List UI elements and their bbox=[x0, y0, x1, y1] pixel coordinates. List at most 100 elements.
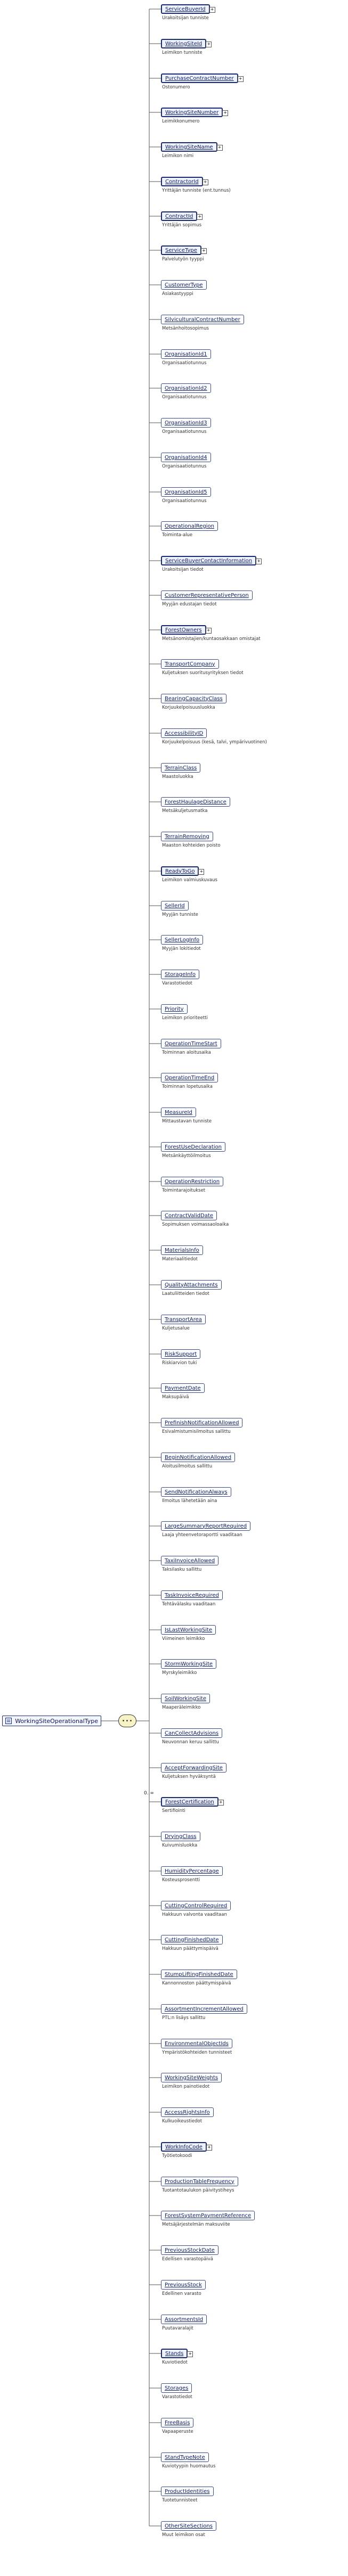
schema-element-box[interactable]: ServiceBuyerId bbox=[161, 4, 215, 14]
schema-element-box[interactable]: ProductIdentities bbox=[161, 2487, 214, 2496]
schema-element-box[interactable]: OperationTimeEnd bbox=[161, 1073, 218, 1082]
schema-element-box[interactable]: OrganisationId3 bbox=[161, 418, 211, 428]
schema-element-box[interactable]: TaskInvoiceRequired bbox=[161, 1590, 223, 1600]
schema-element-box[interactable]: TransportCompany bbox=[161, 659, 219, 669]
schema-element-box[interactable]: CanCollectAdvisions bbox=[161, 1728, 223, 1738]
schema-element-box[interactable]: ServiceType bbox=[161, 245, 207, 255]
schema-element-box[interactable]: Priority bbox=[161, 1004, 188, 1014]
schema-element-description: Muut leimikon osat bbox=[162, 2532, 205, 2538]
schema-element-box[interactable]: SendNotificationAlways bbox=[161, 1487, 231, 1497]
schema-element-row: ServiceBuyerContactInformationUrakoitsij… bbox=[140, 556, 342, 577]
schema-element-box[interactable]: ServiceBuyerContactInformation bbox=[161, 556, 262, 565]
schema-element-name: QualityAttachments bbox=[165, 1282, 218, 1288]
schema-element-box[interactable]: SilviculturalContractNumber bbox=[161, 315, 244, 324]
schema-element-box[interactable]: CuttingControlRequired bbox=[161, 1901, 231, 1910]
schema-element-box[interactable]: AssortmentsId bbox=[161, 2315, 207, 2324]
schema-element-box[interactable]: WorkingSiteNumber bbox=[161, 108, 229, 117]
schema-element-box[interactable]: PreviousStock bbox=[161, 2280, 206, 2290]
schema-element-box[interactable]: StormWorkingSite bbox=[161, 1659, 217, 1669]
schema-element-box[interactable]: TerrainClass bbox=[161, 763, 201, 773]
schema-element-box[interactable]: ForestOwners bbox=[161, 625, 212, 635]
schema-element-box[interactable]: SoilWorkingSite bbox=[161, 1694, 211, 1703]
schema-element-description: Korjuukelpoisuusluokka bbox=[162, 705, 215, 710]
root-complex-type[interactable]: WorkingSiteOperationalType bbox=[2, 1716, 101, 1726]
schema-element-box[interactable]: SellerId bbox=[161, 901, 189, 910]
schema-element-description: Ostonumero bbox=[162, 85, 190, 90]
schema-element-box[interactable]: FreeBasis bbox=[161, 2418, 194, 2427]
schema-element-box[interactable]: MeasureId bbox=[161, 1107, 196, 1117]
schema-element-name: TaskInvoiceRequired bbox=[165, 1592, 219, 1598]
schema-element-box[interactable]: LargeSummaryReportRequired bbox=[161, 1521, 251, 1531]
schema-element-description: Viimeinen leimikko bbox=[162, 1636, 205, 1642]
schema-element-box[interactable]: OperationTimeStart bbox=[161, 1039, 221, 1048]
schema-element-box[interactable]: ForestCertification bbox=[161, 1797, 224, 1807]
schema-element-description: Leimikon valmiuskuvaus bbox=[162, 877, 217, 883]
schema-element-box[interactable]: OperationRestriction bbox=[161, 1177, 224, 1186]
schema-element-box[interactable]: PrefinishNotificationAllowed bbox=[161, 1418, 243, 1428]
schema-element-box[interactable]: EnvironmentalObjectIds bbox=[161, 2039, 232, 2048]
schema-element-box[interactable]: ContractValidDate bbox=[161, 1211, 217, 1220]
schema-element-name: ForestUseDeclaration bbox=[165, 1144, 222, 1150]
schema-element-box[interactable]: SellerLogInfo bbox=[161, 935, 204, 945]
schema-element-row: ForestCertificationSertifiointi0..∞ bbox=[140, 1791, 342, 1818]
schema-element-description: Asiakastyyppi bbox=[162, 291, 193, 297]
schema-element-box[interactable]: IsLastWorkingSite bbox=[161, 1625, 216, 1635]
schema-element-box[interactable]: TransportArea bbox=[161, 1315, 206, 1324]
schema-element-description: Kuviotiedot bbox=[162, 2360, 188, 2365]
schema-element-box[interactable]: AccessRightsInfo bbox=[161, 2107, 214, 2117]
complex-type-icon bbox=[5, 1718, 12, 1724]
schema-element-description: Metsänhoitosopimus bbox=[162, 326, 209, 331]
schema-element-box[interactable]: ContractId bbox=[161, 211, 203, 221]
schema-element-box[interactable]: Storages bbox=[161, 2383, 192, 2393]
schema-element-box[interactable]: PreviousStockDate bbox=[161, 2245, 218, 2255]
sequence-dots: ••• bbox=[122, 1718, 133, 1724]
schema-element-box[interactable]: WorkingSiteWeights bbox=[161, 2073, 222, 2082]
schema-element-box[interactable]: WorkingSiteId bbox=[161, 39, 212, 48]
schema-element-box[interactable]: WorkingSiteName bbox=[161, 142, 222, 152]
schema-element-box[interactable]: TaxiInvoiceAllowed bbox=[161, 1556, 219, 1565]
schema-element-box[interactable]: PaymentDate bbox=[161, 1383, 205, 1393]
schema-element-box[interactable]: TerrainRemoving bbox=[161, 832, 213, 841]
schema-element-box[interactable]: CustomerRepresentativePerson bbox=[161, 590, 253, 600]
sequence-connector-icon[interactable]: ••• bbox=[118, 1714, 136, 1727]
schema-element-description: Hakkuun valvonta vaaditaan bbox=[162, 1912, 227, 1917]
schema-element-box[interactable]: ProductionTableFrequency bbox=[161, 2177, 238, 2186]
schema-element-box[interactable]: CustomerType bbox=[161, 280, 207, 290]
schema-element-description: Hakkuun päättymispäivä bbox=[162, 1946, 218, 1951]
schema-element-box[interactable]: ForestUseDeclaration bbox=[161, 1142, 226, 1152]
schema-element-box[interactable]: WorkInfoCode bbox=[161, 2142, 212, 2152]
schema-element-box[interactable]: BeginNotificationAllowed bbox=[161, 1453, 236, 1462]
schema-element-box[interactable]: HumidityPercentage bbox=[161, 1866, 223, 1876]
schema-element-box[interactable]: StumpLiftingFinishedDate bbox=[161, 1970, 237, 1979]
schema-element-box[interactable]: ForestHaulageDistance bbox=[161, 797, 230, 807]
schema-element-box[interactable]: RiskSupport bbox=[161, 1349, 201, 1359]
schema-element-box[interactable]: OperationalRegion bbox=[161, 521, 218, 531]
schema-element-box[interactable]: StorageInfo bbox=[161, 970, 200, 979]
schema-element-box[interactable]: Stands bbox=[161, 2349, 193, 2358]
schema-element-box[interactable]: CuttingFinishedDate bbox=[161, 1935, 223, 1945]
schema-element-box[interactable]: OrganisationId5 bbox=[161, 487, 211, 497]
schema-element-box[interactable]: QualityAttachments bbox=[161, 1280, 222, 1290]
schema-element-box[interactable]: MaterialsInfo bbox=[161, 1245, 203, 1255]
schema-element-box[interactable]: OrganisationId1 bbox=[161, 349, 211, 359]
schema-element-box[interactable]: AccessibilityID bbox=[161, 728, 207, 738]
schema-element-box[interactable]: ForestSystemPaymentReference bbox=[161, 2211, 255, 2220]
schema-element-box[interactable]: ReadyToGo bbox=[161, 866, 205, 876]
schema-element-box[interactable]: AcceptForwardingSite bbox=[161, 1763, 226, 1773]
schema-element-box[interactable]: BearingCapacityClass bbox=[161, 694, 226, 703]
schema-element-box[interactable]: PurchaseContractNumber bbox=[161, 73, 244, 83]
schema-element-box[interactable]: StandTypeNote bbox=[161, 2452, 209, 2462]
schema-element-description: Organisaatiotunnus bbox=[162, 429, 207, 434]
schema-element-box[interactable]: DryingClass bbox=[161, 1832, 200, 1841]
schema-element-box[interactable]: AssortmentIncrementAllowed bbox=[161, 2004, 247, 2014]
schema-element-box[interactable]: OtherSiteSections bbox=[161, 2521, 216, 2531]
schema-element-box[interactable]: ContractorId bbox=[161, 177, 208, 186]
schema-element-box[interactable]: OrganisationId4 bbox=[161, 453, 211, 462]
schema-element-box[interactable]: OrganisationId2 bbox=[161, 383, 211, 393]
